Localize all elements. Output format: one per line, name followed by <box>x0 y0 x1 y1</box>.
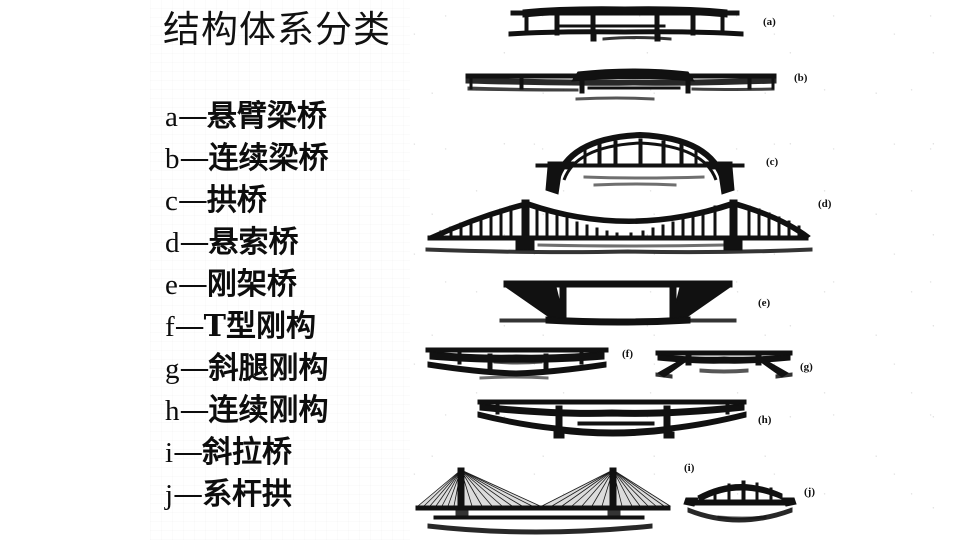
legend-dash: — <box>179 141 210 176</box>
legend-key: f <box>165 311 175 343</box>
legend-term: 拱桥 <box>206 183 267 218</box>
legend-term: 斜拉桥 <box>202 435 293 470</box>
list-item: b—连续梁桥 <box>165 138 415 180</box>
figure-continuous-beam-bridge: (b) <box>458 62 807 106</box>
rigid-frame-bridge-drawing <box>499 280 737 326</box>
legend-dash: — <box>177 267 208 302</box>
figure-label-f: (f) <box>622 348 633 360</box>
legend-key: a <box>165 101 178 133</box>
list-item: f—T型刚构 <box>165 306 415 348</box>
list-item: c—拱桥 <box>165 180 415 222</box>
legend-term: 系杆拱 <box>202 477 293 512</box>
legend-dash: — <box>177 183 208 218</box>
figure-label-d: (d) <box>818 198 832 210</box>
tied-arch-bridge-drawing <box>683 480 797 523</box>
continuous-beam-bridge-drawing <box>465 68 777 101</box>
legend-key: j <box>165 479 174 511</box>
arch-bridge-drawing <box>535 131 745 195</box>
figure-label-c: (c) <box>766 156 779 168</box>
cantilever-beam-bridge-drawing <box>508 6 744 42</box>
legend-key: b <box>165 143 180 175</box>
continuous-rigid-frame-drawing <box>477 399 747 439</box>
legend-key: e <box>165 269 178 301</box>
list-item: d—悬索桥 <box>165 222 415 264</box>
legend-term: 斜腿刚构 <box>208 351 329 386</box>
legend-key: h <box>165 395 180 427</box>
figure-cantilever-beam-bridge: (a) <box>495 2 776 48</box>
list-item: a—悬臂梁桥 <box>165 96 415 138</box>
list-item: h—连续刚构 <box>165 390 415 432</box>
figure-inclined-leg-rigid-frame: (g) <box>650 343 813 385</box>
figure-rigid-frame-bridge: (e) <box>490 275 770 329</box>
figure-label-g: (g) <box>800 361 813 373</box>
legend-dash: — <box>177 99 208 134</box>
legend-key: i <box>165 437 174 469</box>
bridge-diagram-panel: (a) <box>400 0 960 540</box>
legend-key: c <box>165 185 178 217</box>
figure-arch-bridge: (c) <box>528 122 778 200</box>
legend-dash: — <box>179 393 210 428</box>
figure-tied-arch-bridge: (j) <box>682 468 815 534</box>
figure-label-e: (e) <box>758 297 771 309</box>
figure-cable-stayed-bridge: (i) <box>412 458 694 540</box>
legend-dash: — <box>174 309 205 344</box>
legend-term: 连续刚构 <box>208 393 329 428</box>
legend-dash: — <box>179 351 210 386</box>
list-item: i—斜拉桥 <box>165 432 415 474</box>
legend-term: 悬臂梁桥 <box>206 99 327 134</box>
legend-dash: — <box>179 225 210 260</box>
list-item: j—系杆拱 <box>165 474 415 516</box>
legend-term: 连续梁桥 <box>208 141 329 176</box>
figure-label-a: (a) <box>763 16 776 28</box>
figure-continuous-rigid-frame: (h) <box>468 392 771 444</box>
inclined-leg-rigid-frame-drawing <box>655 350 793 379</box>
legend-key: g <box>165 353 180 385</box>
figure-label-h: (h) <box>758 414 772 426</box>
figure-label-j: (j) <box>804 486 815 498</box>
legend-term: 刚架桥 <box>206 267 297 302</box>
legend-dash: — <box>173 435 203 470</box>
page-title: 结构体系分类 <box>163 8 391 51</box>
suspension-bridge-drawing <box>425 199 813 255</box>
legend-term: T型刚构 <box>203 309 316 344</box>
legend-dash: — <box>173 477 203 512</box>
list-item: g—斜腿刚构 <box>165 348 415 390</box>
legend-list: a—悬臂梁桥 b—连续梁桥 c—拱桥 d—悬索桥 e—刚架桥 f—T型刚构 g—… <box>165 96 415 516</box>
figure-label-b: (b) <box>794 72 808 84</box>
figure-label-i: (i) <box>684 462 695 474</box>
legend-key: d <box>165 227 180 259</box>
figure-suspension-bridge: (d) <box>418 192 831 264</box>
legend-term: 悬索桥 <box>208 225 299 260</box>
list-item: e—刚架桥 <box>165 264 415 306</box>
cable-stayed-bridge-drawing <box>415 467 672 535</box>
t-rigid-frame-drawing <box>425 347 609 380</box>
figure-t-rigid-frame: (f) <box>420 340 633 382</box>
